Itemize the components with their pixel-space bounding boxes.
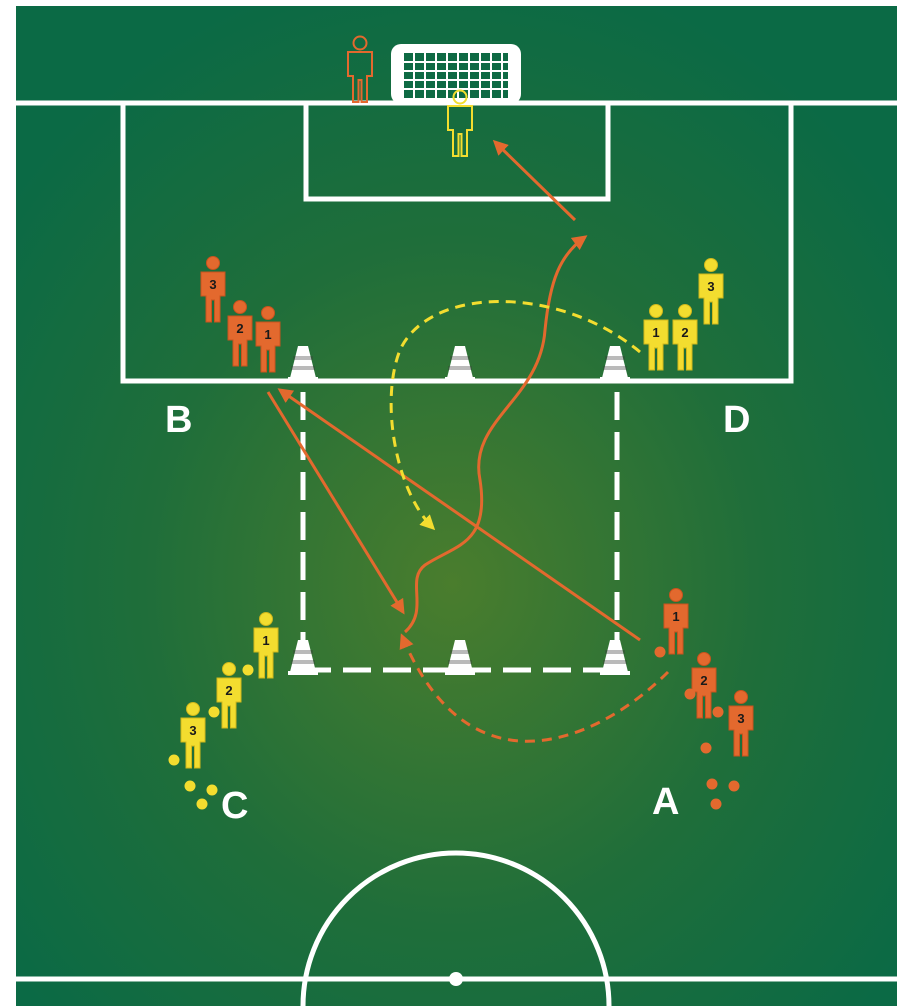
center-spot [449,972,463,986]
player-number: 1 [262,633,269,648]
ball-icon [169,755,180,766]
ball-icon [207,785,218,796]
player-number: 2 [225,683,232,698]
player-number: 2 [236,321,243,336]
player-number: 1 [672,609,679,624]
ball-icon [711,799,722,810]
group-label-d: D [723,399,750,441]
ball-icon [185,781,196,792]
player-number: 3 [189,723,196,738]
player-number: 1 [264,327,271,342]
group-label-c: C [221,785,248,827]
player-number: 2 [681,325,688,340]
ball-icon [701,743,712,754]
ball-icon [685,689,696,700]
player-number: 1 [652,325,659,340]
player-number: 3 [209,277,216,292]
ball-icon [655,647,666,658]
goal-net-icon [391,44,521,104]
ball-icon [729,781,740,792]
ball-icon [209,707,220,718]
player-number: 2 [700,673,707,688]
player-number: 3 [737,711,744,726]
ball-icon [243,665,254,676]
group-label-b: B [165,399,192,441]
player-number: 3 [707,279,714,294]
ball-icon [197,799,208,810]
ball-icon [707,779,718,790]
ball-icon [713,707,724,718]
group-label-a: A [652,781,679,823]
